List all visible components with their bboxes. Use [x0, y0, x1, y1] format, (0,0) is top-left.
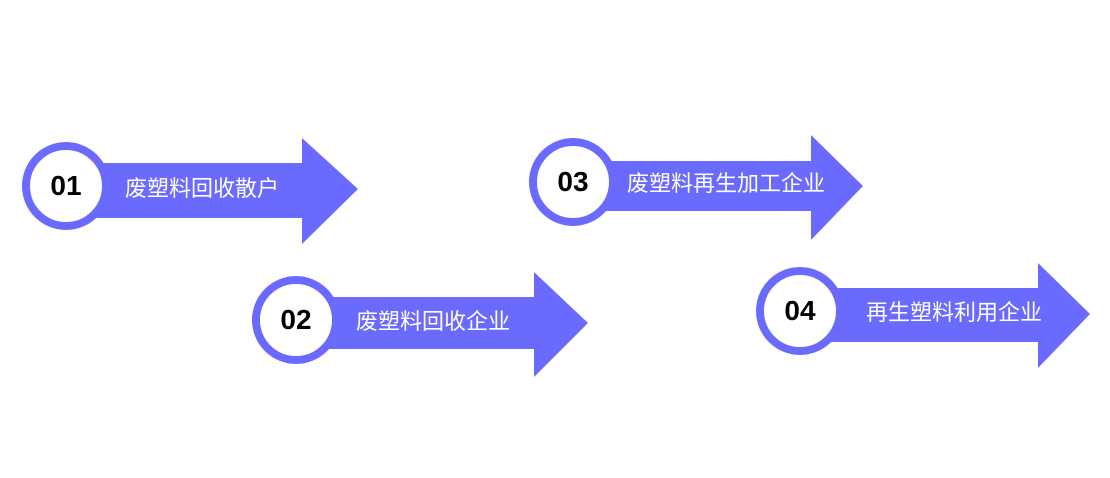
- step-number: 02: [280, 304, 312, 335]
- step-label: 废塑料回收散户: [125, 177, 280, 202]
- step-number: 03: [557, 166, 589, 197]
- step-label: 废塑料再生加工企业: [627, 172, 826, 197]
- step-label: 废塑料回收企业: [356, 310, 511, 335]
- step-03: 03 废塑料再生加工企业: [529, 134, 869, 244]
- step-badge: 04: [756, 267, 844, 355]
- step-label: 再生塑料利用企业: [866, 301, 1043, 326]
- step-01: 01 废塑料回收散户: [22, 137, 362, 247]
- step-number: 04: [784, 295, 816, 326]
- step-04: 04 再生塑料利用企业: [756, 262, 1096, 372]
- arrow-shape-icon: [579, 135, 863, 240]
- step-02: 02 废塑料回收企业: [252, 271, 592, 381]
- step-badge: 02: [252, 276, 340, 364]
- step-number: 01: [50, 170, 82, 201]
- arrow-shape-icon: [302, 272, 588, 377]
- step-badge: 01: [22, 142, 110, 230]
- arrow-shape-icon: [72, 138, 358, 244]
- arrow-shape-icon: [806, 263, 1090, 368]
- step-badge: 03: [529, 138, 617, 226]
